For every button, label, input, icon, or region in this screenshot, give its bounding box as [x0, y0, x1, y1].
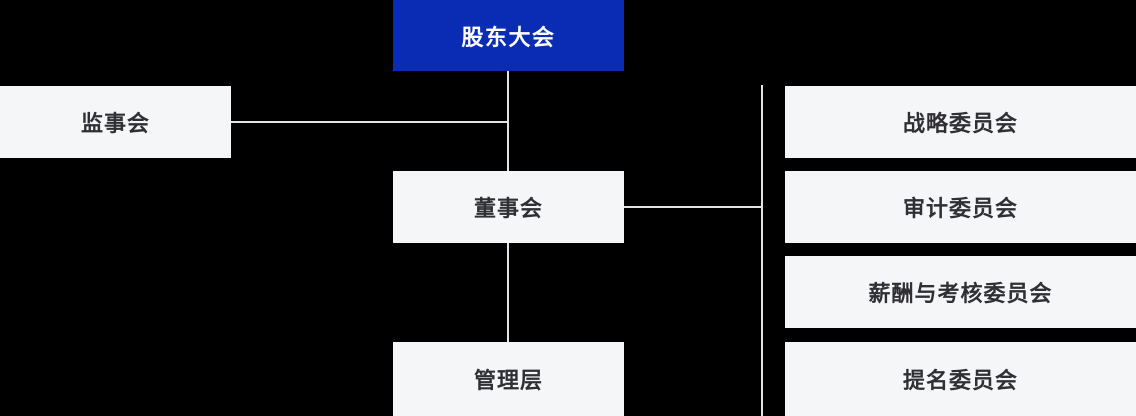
org-node-management: 管理层 [393, 342, 624, 416]
org-node-label: 监事会 [80, 111, 150, 136]
org-node-audit-committee: 审计委员会 [785, 171, 1136, 243]
org-node-label: 提名委员会 [902, 368, 1018, 393]
org-node-nomination-committee: 提名委员会 [785, 342, 1136, 416]
org-node-board-of-directors: 董事会 [393, 171, 624, 243]
connector-supervisory-branch [231, 121, 509, 123]
connector-committees-trunk [761, 85, 763, 416]
org-node-strategy-committee: 战略委员会 [785, 86, 1136, 158]
org-node-shareholders-meeting: 股东大会 [393, 0, 624, 71]
org-node-label: 薪酬与考核委员会 [868, 281, 1053, 306]
org-node-supervisory-board: 监事会 [0, 86, 231, 158]
connector-board-to-management [507, 243, 509, 342]
org-node-label: 管理层 [473, 368, 543, 393]
org-node-label: 股东大会 [461, 24, 556, 50]
org-node-label: 审计委员会 [902, 196, 1018, 221]
connector-board-to-committees [624, 206, 763, 208]
org-node-label: 董事会 [473, 196, 543, 221]
org-node-compensation-assessment-committee: 薪酬与考核委员会 [785, 256, 1136, 328]
org-node-label: 战略委员会 [902, 111, 1018, 136]
